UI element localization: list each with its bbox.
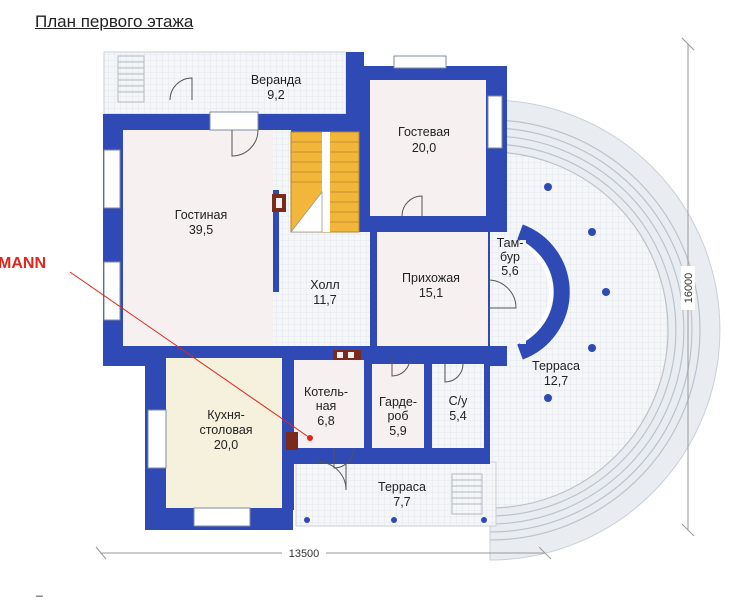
- room-area: 39,5: [189, 223, 213, 237]
- room-name: ная: [316, 399, 337, 413]
- kitchen-floor: [166, 358, 282, 508]
- room-name: С/у: [449, 394, 469, 408]
- room-name: Гостевая: [398, 125, 450, 139]
- veranda-floor: [103, 51, 347, 115]
- brand-pointer: [69, 271, 313, 441]
- room-name: Прихожая: [402, 271, 460, 285]
- room-name: Терраса: [532, 359, 580, 373]
- column-dot: [544, 394, 552, 402]
- room-area: 9,2: [267, 88, 284, 102]
- veranda-stairs: [117, 55, 145, 103]
- chimney: [272, 194, 361, 450]
- room-name: Холл: [310, 278, 339, 292]
- room-area: 5,6: [501, 264, 518, 278]
- room-name: столовая: [199, 423, 252, 437]
- guest-floor: [370, 80, 486, 216]
- brand-logo: MANN: [0, 255, 46, 272]
- room-area: 6,8: [317, 414, 334, 428]
- column-dot: [602, 288, 610, 296]
- bottom-terrace-floor: [295, 461, 497, 527]
- windows: [103, 55, 503, 527]
- vestibule-tower: [516, 224, 570, 360]
- column-dot: [544, 183, 552, 191]
- interior-walls: [256, 190, 496, 510]
- boiler-floor: [294, 360, 364, 448]
- doors: [169, 77, 517, 491]
- room-name: Веранда: [251, 73, 301, 87]
- wc-floor: [432, 364, 484, 448]
- entrance-floor: [377, 232, 488, 346]
- living-floor: [123, 130, 273, 346]
- room-name: Котель-: [304, 385, 348, 399]
- room-area: 20,0: [214, 438, 238, 452]
- column-dot: [588, 344, 596, 352]
- room-name: Терраса: [378, 480, 426, 494]
- height-dimension: 16000: [683, 273, 695, 304]
- page-title: План первого этажа: [35, 12, 194, 31]
- room-area: 5,4: [449, 409, 466, 423]
- room-area: 5,9: [389, 424, 406, 438]
- terrace-stairs: [451, 473, 483, 515]
- room-area: 12,7: [544, 374, 568, 388]
- column-dot: [588, 228, 596, 236]
- width-dimension: 13500: [289, 548, 320, 560]
- vestibule-floor: [490, 232, 524, 346]
- room-name: бур: [500, 250, 520, 264]
- room-area: 15,1: [419, 286, 443, 300]
- staircase: [290, 131, 360, 233]
- room-area: 11,7: [313, 293, 336, 307]
- footer-mark: _: [36, 583, 43, 597]
- room-name: Гарде-: [379, 395, 417, 409]
- room-area: 7,7: [393, 495, 410, 509]
- room-name: Гостиная: [175, 208, 227, 222]
- room-name: Кухня-: [207, 408, 245, 422]
- wardrobe-floor: [372, 364, 424, 448]
- room-name: роб: [387, 409, 408, 423]
- room-name: Там-: [497, 236, 524, 250]
- room-area: 20,0: [412, 141, 436, 155]
- hall-floor: [273, 232, 373, 346]
